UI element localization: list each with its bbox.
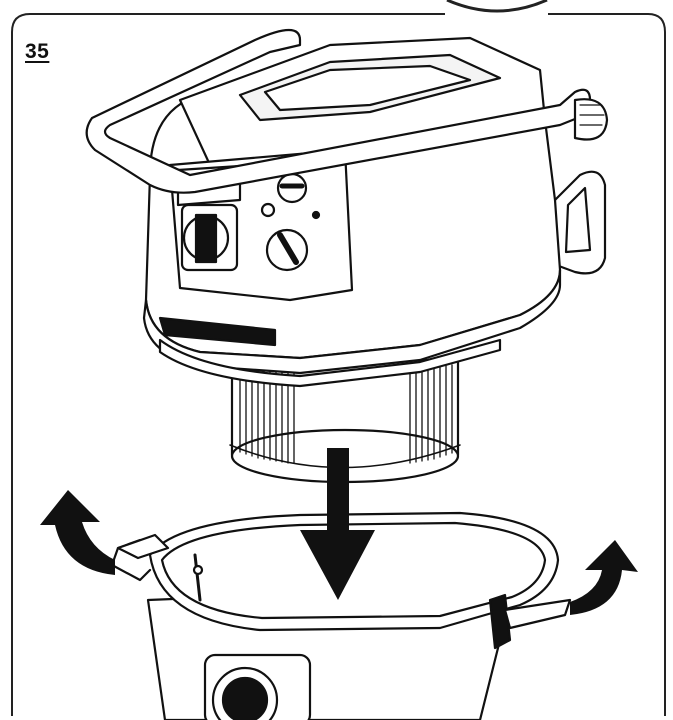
rotate-arrow-left <box>40 490 115 575</box>
rotate-arrow-right <box>570 540 638 615</box>
motor-head <box>142 36 607 388</box>
black-band <box>158 316 277 347</box>
down-arrow <box>300 448 375 600</box>
latch-clip <box>488 593 512 650</box>
carry-handle <box>85 28 592 194</box>
handle-knob <box>573 98 609 141</box>
figure-frame <box>11 13 666 716</box>
cartridge-filter <box>229 358 461 484</box>
frame-top-arc <box>446 0 548 13</box>
step-number: 35 <box>25 40 50 63</box>
